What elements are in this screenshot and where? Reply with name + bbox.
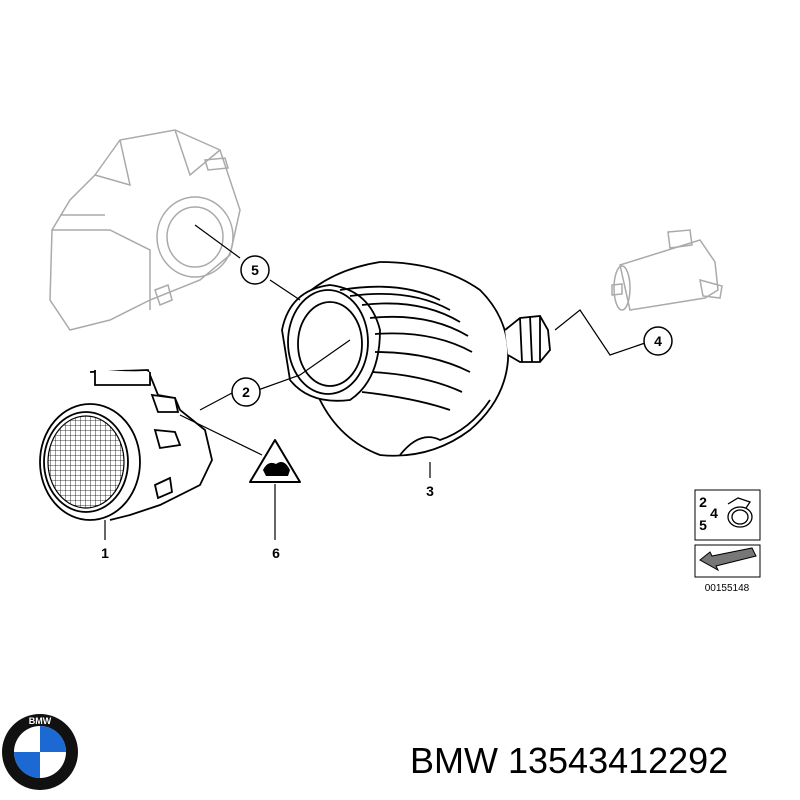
callout-1-label: 1	[101, 545, 109, 561]
valve-part	[611, 229, 723, 311]
arrow-box	[694, 544, 761, 578]
callout-5-label: 5	[251, 262, 259, 278]
callout-6-label: 6	[272, 545, 280, 561]
callout-2-label: 2	[242, 384, 250, 400]
hose-clamp-icon	[727, 497, 753, 528]
clamp-note-2: 2	[699, 494, 707, 510]
callout-5: 5	[240, 255, 270, 285]
logo-text: BMW	[29, 716, 52, 726]
clamp-note-5: 5	[699, 517, 707, 533]
clamp-note-4: 4	[710, 505, 718, 521]
arrow-icon	[699, 547, 757, 572]
intake-boot	[281, 261, 551, 457]
air-mass-meter	[39, 369, 213, 521]
warning-label-icon	[249, 439, 301, 483]
clamp-note-box: 2 4 5	[694, 489, 761, 541]
brand-part-number: BMW 13543412292	[410, 740, 729, 781]
callout-3-label: 3	[426, 483, 434, 499]
callout-4-label: 4	[654, 333, 662, 349]
bmw-logo: BMW	[2, 714, 78, 790]
diagram-id: 00155148	[705, 583, 750, 594]
callout-4: 4	[643, 326, 673, 356]
leader-lines	[104, 224, 646, 540]
throttle-body	[49, 129, 241, 331]
callout-2: 2	[231, 377, 261, 407]
